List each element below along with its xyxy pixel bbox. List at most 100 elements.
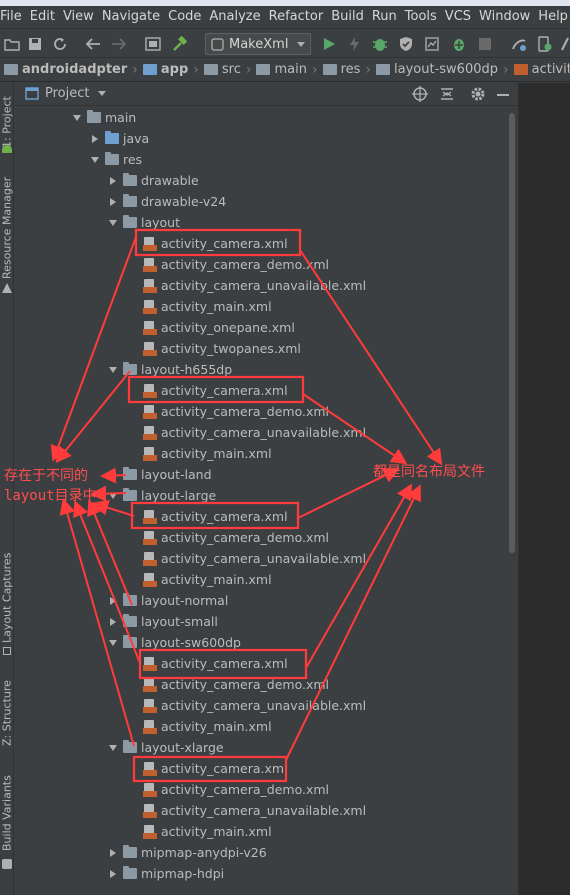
build-hammer-icon[interactable] xyxy=(171,35,189,53)
avd-manager-icon[interactable] xyxy=(535,35,553,53)
tree-folder-item[interactable]: layout-normal xyxy=(15,590,505,611)
menu-item-view[interactable]: View xyxy=(62,9,94,24)
tree-folder-item[interactable]: drawable-v24 xyxy=(15,191,505,212)
tree-folder-item[interactable]: layout-sw600dp xyxy=(15,632,505,653)
tree-file-item[interactable]: activity_main.xml xyxy=(15,296,505,317)
sync-icon[interactable] xyxy=(51,35,69,53)
tree-folder-item[interactable]: layout xyxy=(15,212,505,233)
run-play-icon[interactable] xyxy=(320,35,338,53)
menu-item-tools[interactable]: Tools xyxy=(404,9,437,24)
run-configuration-select[interactable]: MakeXml xyxy=(205,33,311,55)
debug-bug-icon[interactable] xyxy=(371,35,389,53)
gradle-sync-icon[interactable] xyxy=(510,35,528,53)
save-icon[interactable] xyxy=(26,35,44,53)
tree-folder-item[interactable]: layout-xlarge xyxy=(15,737,505,758)
tree-folder-item[interactable]: layout-land xyxy=(15,464,505,485)
menu-item-window[interactable]: Window xyxy=(479,9,531,24)
chevron-right-icon[interactable] xyxy=(108,176,118,186)
chevron-right-icon[interactable] xyxy=(108,869,118,879)
chevron-down-icon[interactable] xyxy=(108,743,118,753)
tree-file-item[interactable]: activity_camera.xml xyxy=(15,758,505,779)
menu-item-help[interactable]: Help xyxy=(538,9,568,24)
tree-file-item[interactable]: activity_main.xml xyxy=(15,716,505,737)
breadcrumb-item[interactable]: layout-sw600dp xyxy=(374,62,500,77)
tree-file-item[interactable]: activity_camera_unavailable.xml xyxy=(15,800,505,821)
back-arrow-icon[interactable] xyxy=(84,35,102,53)
chevron-down-icon[interactable] xyxy=(72,113,82,123)
breadcrumb-item[interactable]: app xyxy=(141,62,190,77)
locate-crosshair-icon[interactable] xyxy=(411,85,429,103)
tree-file-item[interactable]: activity_camera.xml xyxy=(15,380,505,401)
tree-file-item[interactable]: activity_camera.xml xyxy=(15,233,505,254)
chevron-right-icon[interactable] xyxy=(108,848,118,858)
tree-folder-item[interactable]: mipmap-anydpi-v26 xyxy=(15,842,505,863)
sdk-manager-icon[interactable] xyxy=(558,35,570,53)
chevron-down-icon[interactable] xyxy=(108,491,118,501)
tree-folder-item[interactable]: main xyxy=(15,107,505,128)
attach-debugger-icon[interactable] xyxy=(450,35,468,53)
tree-file-item[interactable]: activity_camera_unavailable.xml xyxy=(15,548,505,569)
breadcrumb-item[interactable]: res xyxy=(321,62,363,77)
menu-item-run[interactable]: Run xyxy=(371,9,397,24)
chevron-down-icon[interactable] xyxy=(108,365,118,375)
chevron-right-icon[interactable] xyxy=(108,197,118,207)
tab-structure[interactable]: Z: Structure xyxy=(0,678,14,748)
tree-folder-item[interactable]: mipmap-hdpi xyxy=(15,863,505,884)
tab-layout-captures[interactable]: Layout Captures xyxy=(0,553,14,643)
menu-item-analyze[interactable]: Analyze xyxy=(209,9,261,24)
tab-build-variants[interactable]: Build Variants xyxy=(0,773,14,853)
minimize-icon[interactable] xyxy=(494,85,512,103)
menu-item-vcs[interactable]: VCS xyxy=(444,9,472,24)
breadcrumb-item[interactable]: androidadpter xyxy=(0,62,129,77)
tree-folder-item[interactable]: layout-large xyxy=(15,485,505,506)
tree-file-item[interactable]: activity_twopanes.xml xyxy=(15,338,505,359)
tree-folder-item[interactable]: drawable xyxy=(15,170,505,191)
tree-folder-item[interactable]: java xyxy=(15,128,505,149)
gear-icon[interactable] xyxy=(469,85,487,103)
tree-folder-item[interactable]: res xyxy=(15,149,505,170)
chevron-down-icon[interactable] xyxy=(90,155,100,165)
chevron-right-icon[interactable] xyxy=(108,617,118,627)
coverage-shield-icon[interactable] xyxy=(397,35,415,53)
tree-file-item[interactable]: activity_camera.xml xyxy=(15,653,505,674)
stop-icon[interactable] xyxy=(476,35,494,53)
menu-item-edit[interactable]: Edit xyxy=(29,9,55,24)
tree-file-item[interactable]: activity_onepane.xml xyxy=(15,317,505,338)
menu-item-refactor[interactable]: Refactor xyxy=(268,9,324,24)
tree-file-item[interactable]: activity_camera_demo.xml xyxy=(15,254,505,275)
tab-resource-manager[interactable]: Resource Manager xyxy=(0,175,14,280)
breadcrumb-item[interactable]: activity_camera_ xyxy=(512,62,570,77)
device-window-icon[interactable] xyxy=(144,35,162,53)
chevron-down-icon[interactable] xyxy=(108,638,118,648)
tree-file-item[interactable]: activity_camera_demo.xml xyxy=(15,527,505,548)
tree-file-item[interactable]: activity_main.xml xyxy=(15,569,505,590)
tree-file-item[interactable]: activity_camera_demo.xml xyxy=(15,674,505,695)
collapse-all-icon[interactable] xyxy=(438,85,456,103)
apply-changes-icon[interactable] xyxy=(345,35,363,53)
tree-file-item[interactable]: activity_camera_demo.xml xyxy=(15,401,505,422)
tree-folder-item[interactable]: layout-h655dp xyxy=(15,359,505,380)
chevron-right-icon[interactable] xyxy=(108,596,118,606)
tree-file-item[interactable]: activity_main.xml xyxy=(15,443,505,464)
profile-icon[interactable] xyxy=(423,35,441,53)
tree-file-item[interactable]: activity_camera.xml xyxy=(15,506,505,527)
menu-item-navigate[interactable]: Navigate xyxy=(101,9,161,24)
menu-item-file[interactable]: File xyxy=(0,9,22,24)
chevron-down-icon[interactable] xyxy=(108,218,118,228)
project-view-selector[interactable]: Project xyxy=(25,86,107,101)
menu-item-code[interactable]: Code xyxy=(168,9,202,24)
forward-arrow-icon[interactable] xyxy=(110,35,128,53)
menu-item-build[interactable]: Build xyxy=(331,9,364,24)
tree-file-item[interactable]: activity_camera_unavailable.xml xyxy=(15,422,505,443)
tree-file-item[interactable]: activity_camera_unavailable.xml xyxy=(15,275,505,296)
tree-scrollbar[interactable] xyxy=(509,113,515,553)
tree-file-item[interactable]: activity_camera_demo.xml xyxy=(15,779,505,800)
tree-folder-item[interactable]: layout-small xyxy=(15,611,505,632)
breadcrumb-item[interactable]: src xyxy=(202,62,243,77)
chevron-right-icon[interactable] xyxy=(90,134,100,144)
chevron-right-icon[interactable] xyxy=(108,470,118,480)
folder-open-icon[interactable] xyxy=(3,35,21,53)
tree-file-item[interactable]: activity_camera_unavailable.xml xyxy=(15,695,505,716)
breadcrumb-item[interactable]: main xyxy=(254,62,308,77)
tree-file-item[interactable]: activity_main.xml xyxy=(15,821,505,842)
